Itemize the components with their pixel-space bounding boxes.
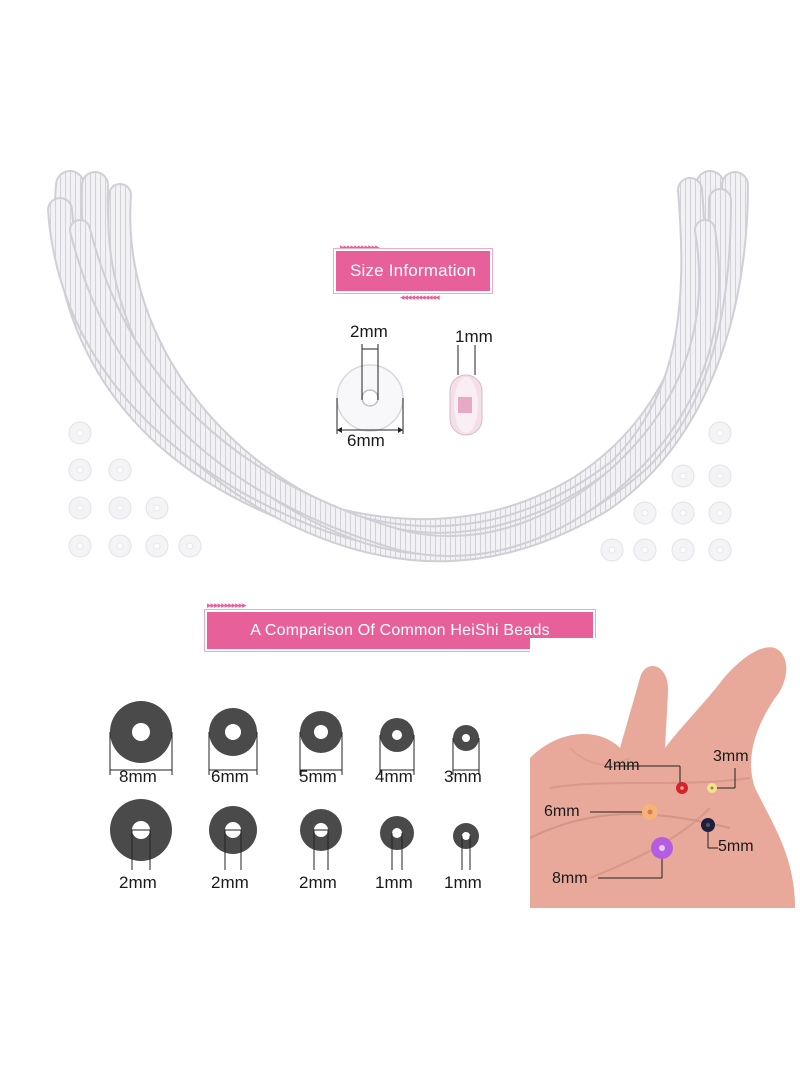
size-information-title: Size Information	[349, 261, 477, 280]
hand-label-8mm: 8mm	[552, 870, 588, 887]
hole-2mm-label: 2mm	[299, 873, 337, 892]
size-information-banner: Size Information	[336, 251, 490, 291]
diameter-5mm-label: 5mm	[299, 767, 337, 786]
white-bead-strands	[47, 170, 749, 563]
hand-label-3mm: 3mm	[713, 748, 749, 765]
hand-label-4mm: 4mm	[604, 757, 640, 774]
comparison-title: A Comparison Of Common HeiShi Beads	[250, 621, 550, 639]
bead-front-diagram	[336, 344, 404, 434]
hand-photo	[530, 638, 795, 908]
hand-label-5mm: 5mm	[718, 838, 754, 855]
hole-2mm-label: 2mm	[211, 873, 249, 892]
diameter-8mm-label: 8mm	[119, 767, 157, 786]
bead-comparison-grid	[109, 701, 480, 870]
diameter-6mm-label: 6mm	[211, 767, 249, 786]
decorative-arrows: ▸▸▸▸▸▸▸▸▸▸▸	[207, 600, 247, 610]
hole-2mm-label: 2mm	[119, 873, 157, 892]
hand-label-6mm: 6mm	[544, 803, 580, 820]
hole-size-label: 2mm	[350, 322, 388, 341]
diameter-label: 6mm	[347, 431, 385, 450]
hole-1mm-label: 1mm	[444, 873, 482, 892]
diameter-3mm-label: 3mm	[444, 767, 482, 786]
hole-1mm-label: 1mm	[375, 873, 413, 892]
comparison-banner: A Comparison Of Common HeiShi Beads	[207, 612, 593, 649]
diameter-4mm-label: 4mm	[375, 767, 413, 786]
decorative-arrows: ◂◂◂◂◂◂◂◂◂◂◂	[400, 292, 440, 302]
thickness-label: 1mm	[455, 327, 493, 346]
bead-side-diagram	[449, 345, 483, 436]
decorative-arrows: ▸▸▸▸▸▸▸▸▸▸▸	[340, 242, 380, 252]
